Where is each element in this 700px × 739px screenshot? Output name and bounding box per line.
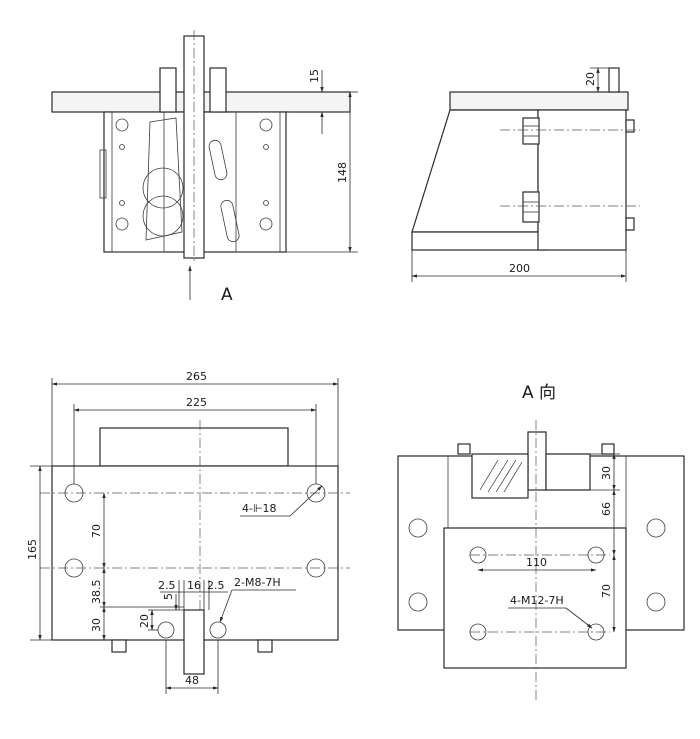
wedge-bar-left	[159, 67, 177, 113]
dim-2-5-left: 2.5	[158, 579, 176, 592]
side-rail-stub	[608, 67, 620, 93]
left-jaw	[111, 111, 165, 253]
callout-4-holes: 4-⊩18	[242, 502, 277, 515]
bottom-view: 265 225 165 70 38.5 30 20 5 2.5	[26, 370, 350, 694]
wedge-bar-right	[209, 67, 227, 113]
view-a-roller-block	[471, 453, 529, 499]
dim-15: 15	[308, 69, 321, 83]
wedge-outline	[145, 117, 183, 241]
side-body	[537, 109, 627, 251]
dim-165: 165	[26, 539, 39, 560]
dim-20-side: 20	[584, 72, 597, 86]
side-gusset	[411, 109, 539, 233]
m8-hole-right	[209, 621, 227, 639]
bottom-top-block	[99, 427, 289, 467]
side-bolts	[522, 117, 635, 231]
side-top-plate	[449, 91, 629, 111]
front-bolt-holes	[115, 118, 273, 231]
slot-upper	[208, 139, 228, 181]
view-a-holes	[408, 518, 666, 641]
view-a-plate	[443, 527, 627, 669]
view-arrow-label: A	[221, 285, 233, 305]
view-a: A 向 30 66 110	[397, 383, 685, 700]
dim-66: 66	[600, 502, 613, 516]
view-a-rail	[527, 431, 547, 491]
dim-38-5: 38.5	[90, 580, 103, 605]
dim-70-view-a: 70	[600, 584, 613, 598]
side-base	[411, 231, 549, 251]
dim-16: 16	[187, 579, 201, 592]
slot-lower	[220, 199, 240, 243]
dim-5: 5	[162, 593, 175, 600]
dim-225: 225	[186, 396, 207, 409]
right-jaw	[235, 111, 281, 253]
view-a-hatching	[479, 459, 523, 493]
dim-265: 265	[186, 370, 207, 383]
front-view: 15 148 A	[51, 30, 358, 305]
dim-200: 200	[509, 262, 530, 275]
dim-110: 110	[526, 556, 547, 569]
callout-m12: 4-M12-7H	[510, 594, 564, 607]
side-view: 20 200	[411, 67, 640, 282]
view-a-title: A 向	[522, 383, 556, 403]
roller-upper	[142, 167, 184, 209]
side-lug	[99, 149, 107, 199]
dim-2-5-right: 2.5	[207, 579, 225, 592]
dim-48: 48	[185, 674, 199, 687]
dim-30-bottom: 30	[90, 618, 103, 632]
dim-20-bottom: 20	[138, 614, 151, 628]
dim-148: 148	[336, 162, 349, 183]
guide-shoe	[183, 609, 205, 675]
callout-m8: 2-M8-7H	[234, 576, 281, 589]
dim-30-view-a: 30	[600, 466, 613, 480]
dim-70-bottom: 70	[90, 524, 103, 538]
